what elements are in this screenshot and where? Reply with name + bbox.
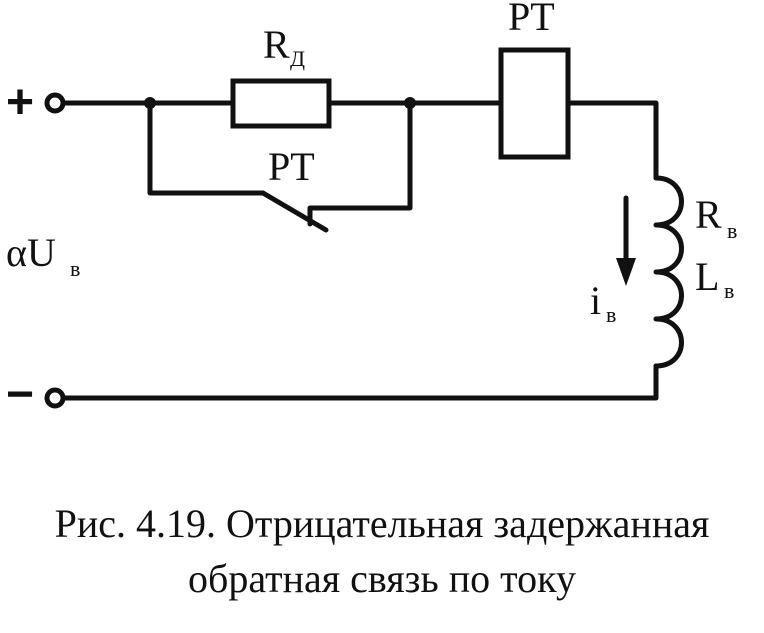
current-subscript: в <box>606 302 616 327</box>
relay-contact-label: PT <box>268 144 315 189</box>
relay-contact-blade <box>260 190 329 233</box>
voltage-label: αU <box>6 230 56 275</box>
bypass-wire-left <box>147 100 266 196</box>
plus-sign: + <box>6 76 34 129</box>
caption-line-2: обратная связь по току <box>188 556 576 601</box>
current-label: i <box>590 278 601 323</box>
current-arrow-head <box>616 258 636 286</box>
winding-inductance-label: L <box>695 254 719 299</box>
relay-coil <box>498 47 571 160</box>
resistor <box>230 78 332 129</box>
resistor-label: R <box>263 22 290 67</box>
voltage-subscript: в <box>70 256 80 281</box>
winding-resistance-label: R <box>695 192 722 237</box>
field-winding-inductor <box>653 175 684 369</box>
winding-resistance-subscript: в <box>727 218 737 243</box>
minus-sign: − <box>6 368 34 421</box>
winding-inductance-subscript: в <box>724 278 734 303</box>
resistor-subscript: Д <box>290 46 305 71</box>
wire-bottom <box>60 363 659 401</box>
bypass-wire-right <box>307 100 413 227</box>
relay-coil-label: PT <box>508 0 555 39</box>
wire-top-right <box>565 100 659 181</box>
caption-line-1: Рис. 4.19. Отрицательная задержанная <box>55 501 710 546</box>
